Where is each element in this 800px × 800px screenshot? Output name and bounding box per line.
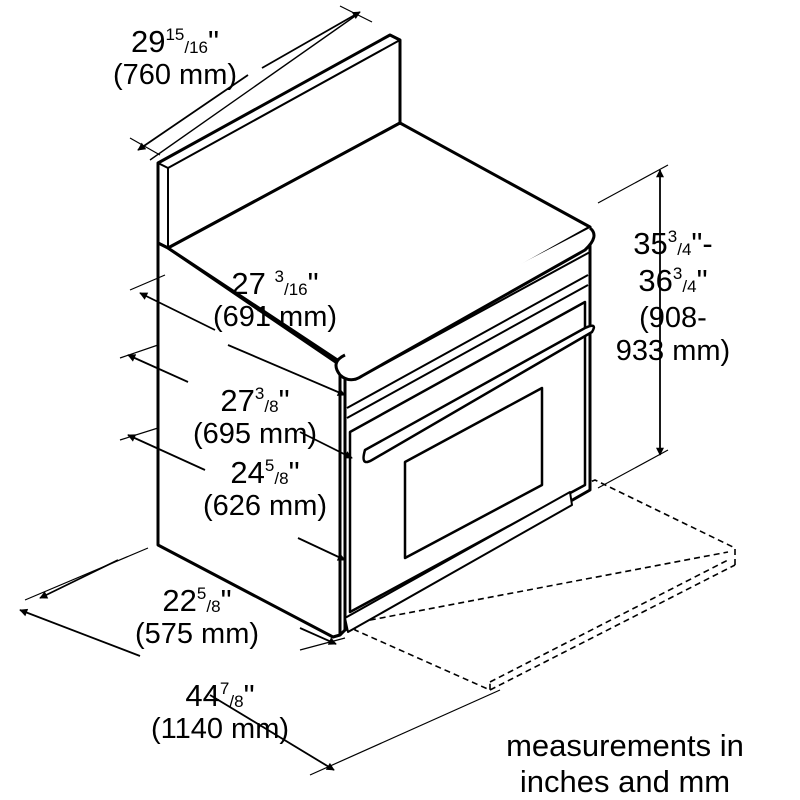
dim-label-depth-body: 245/8" (626 mm) — [202, 455, 328, 522]
units-note: measurements in inches and mm — [470, 728, 780, 800]
dim-label-depth-base: 225/8" (575 mm) — [134, 583, 260, 650]
dimension-lines — [19, 5, 669, 776]
cooktop — [166, 121, 592, 367]
oven-door-handle — [362, 324, 596, 464]
base-kick — [344, 491, 573, 633]
units-note-line1: measurements in — [506, 728, 744, 763]
cooktop-front-edge — [334, 226, 596, 382]
dim-label-depth-counter: 27 3/16" (691 mm) — [212, 266, 338, 333]
dim-line-top-width — [149, 13, 359, 161]
dim-label-top-width: 2915/16" (760 mm) — [112, 24, 238, 91]
dim-label-door-open: 447/8" (1140 mm) — [150, 678, 290, 745]
range-appliance — [156, 33, 596, 639]
oven-window — [403, 386, 544, 560]
units-note-line2: inches and mm — [519, 764, 731, 799]
dim-label-depth-door: 273/8" (695 mm) — [192, 383, 318, 450]
dim-label-height: 353/4"- 363/4" (908- 933 mm) — [615, 226, 731, 367]
